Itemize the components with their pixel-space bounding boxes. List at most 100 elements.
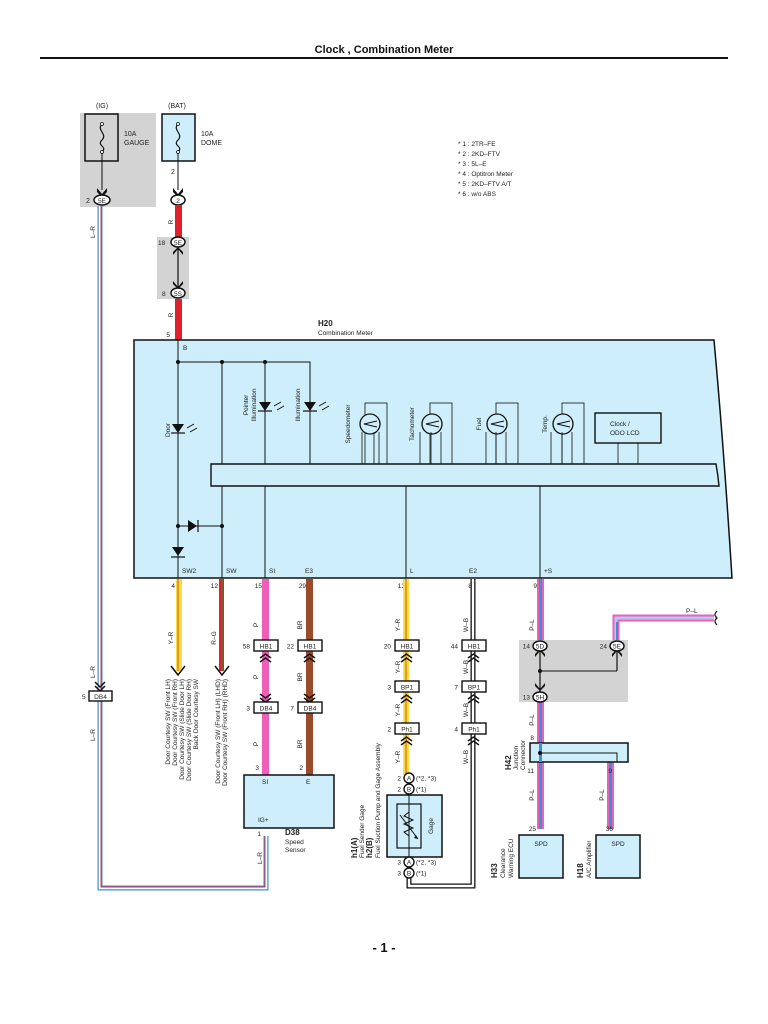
meter-name: Combination Meter [318,330,374,337]
speedometer-gauge [359,402,388,465]
fuel-top-a-code: A [407,776,412,783]
db4-3-code: DB4 [260,706,273,713]
speed-sensor-name-1: Speed [285,839,304,846]
fuse-dome: (BAT) 10A DOME 2 2 [161,103,222,206]
door-switch-1: Door Courtesy SW (Front LH) [165,679,172,765]
bp1-7-code: BP1 [468,685,481,692]
bp1-3-pin: 3 [387,685,391,692]
speed-sensor-name-2: Sensor [285,847,306,854]
terminal-l: L [410,568,414,575]
fuse-dome-rating: 10A [201,131,214,138]
pin-s: 9 [533,583,537,590]
label-temp: Temp. [542,415,549,433]
chevron-up-icon [400,736,413,746]
hb1-44-pin: 44 [451,644,459,651]
terminal-sw: SW [226,568,237,575]
wire-label-pl: P–L [686,608,698,615]
wire-label-lr: L–R [90,226,97,238]
wire-br-e3: BR BR BR [297,579,313,775]
wire-label-yr: Y–R [395,618,402,631]
fuel-gage-name-a: Fuel Sender Gage [359,804,366,858]
meter-b-terminal: B [183,345,187,352]
wire-label-rg: R–G [211,631,218,644]
door-switch-labels-sw: Door Courtesy SW (Front LH) (LHD) Door C… [215,679,229,786]
arrow-down-icon [170,665,186,677]
door-switch-5: Back Door Courtesy SW [193,678,200,749]
h18-terminal: SPD [611,841,625,848]
h18-id: H18 [576,863,585,878]
wire-label-lr: L–R [257,852,264,864]
fuel-bot-b-note: (*1) [416,871,426,878]
fuel-bot-a-code: A [407,860,412,867]
fuse-dome-source: (BAT) [168,103,186,110]
pin-e3: 29 [299,583,307,590]
diode-sw2-icon [171,547,185,558]
h42-name-1: Junction [513,745,520,770]
meter-body [133,339,733,579]
joint-5e-pin: 18 [158,240,166,247]
fuse-dome-connector: 2 [176,198,180,205]
meter-id: H20 [318,319,333,328]
terminal-si: SI [269,568,275,575]
lcd-label-2: ODO LCD [610,430,640,437]
wire-label-yr: Y–R [168,631,175,644]
note-1: * 1 : 2TR–FE [458,141,496,148]
gauge-icon [486,413,508,435]
h42-pin-in: 8 [530,735,534,742]
wire-label-yr: Y–R [395,660,402,673]
door-switch-3: Door Courtesy SW (Slide Door LH) [179,679,186,780]
fuel-bot-b-code: B [407,871,411,878]
joint-5e-5s: 5E 18 5S 8 [157,236,189,299]
fuel-gage-inner-label: Gage [428,818,435,834]
wire-label-lr: L–R [90,666,97,678]
connector-db4-7: DB4 7 [290,693,323,714]
fuse-icon [175,123,181,153]
wire-label-wb: W–B [463,660,470,674]
label-speedometer: Speedometer [345,404,352,444]
gauge-icon [552,413,574,435]
connector-db4-3: DB4 3 [246,693,279,714]
title-rule [40,57,728,59]
ph1-2-pin: 2 [387,727,391,734]
arrow-down-icon [214,665,230,677]
hb1-58-pin: 58 [243,644,251,651]
pin-sw2: 4 [171,583,175,590]
pin-l: 13 [398,583,406,590]
hb1-20-pin: 20 [384,644,392,651]
db4-code: DB4 [94,694,107,701]
chevron-up-icon [467,653,480,663]
lcd-label-1: Clock / [610,421,630,428]
joint-5d-pin: 14 [523,644,531,651]
hb1-22-pin: 22 [287,644,295,651]
door-switch-lhd: Door Courtesy SW (Front LH) (LHD) [215,679,222,784]
note-4: * 4 : Optitron Meter [458,171,514,178]
fuel-gage-id-a: h1(A) [350,837,359,858]
page-title: Clock , Combination Meter [315,44,454,56]
speed-sensor-si-pin: 3 [255,765,259,772]
connector-ph1-4: Ph1 4 [454,722,487,746]
fuse-gauge-name: GAUGE [124,140,150,147]
chevron-up-icon [467,694,480,704]
hb1-58-code: HB1 [260,644,273,651]
wire-label-p: P [253,623,260,627]
joint-5h-code: 5H [536,695,545,702]
label-pointer: Pointer [243,394,250,415]
door-switch-2: Door Courtesy SW (Front RH) [172,679,179,766]
bp1-3-code: BP1 [401,685,414,692]
label-fuel: Fuel [476,417,483,430]
terminal-s: +S [544,568,553,575]
joint-5d-5e-5h: 5D 14 5E 24 5H 13 [519,640,628,703]
h18-pin: 36 [606,826,614,833]
clock-odo-lcd: Clock / ODO LCD [594,412,662,464]
gauge-icon [359,413,381,435]
temp-gauge [550,402,585,465]
joint-5s-code: 5S [174,291,183,298]
chevron-up-icon [467,736,480,746]
h33-terminal: SPD [534,841,548,848]
arrow-up-icon [173,247,183,255]
joint-5e2-code: 5E [613,644,622,651]
connector-ph1-2: Ph1 2 [387,722,420,746]
note-6: * 6 : w/o ABS [458,191,497,198]
h18-name: A/C Amplifier [586,840,593,878]
speed-sensor: 3 2 SI E IG+ 1 D38 Speed Sensor [243,765,335,854]
